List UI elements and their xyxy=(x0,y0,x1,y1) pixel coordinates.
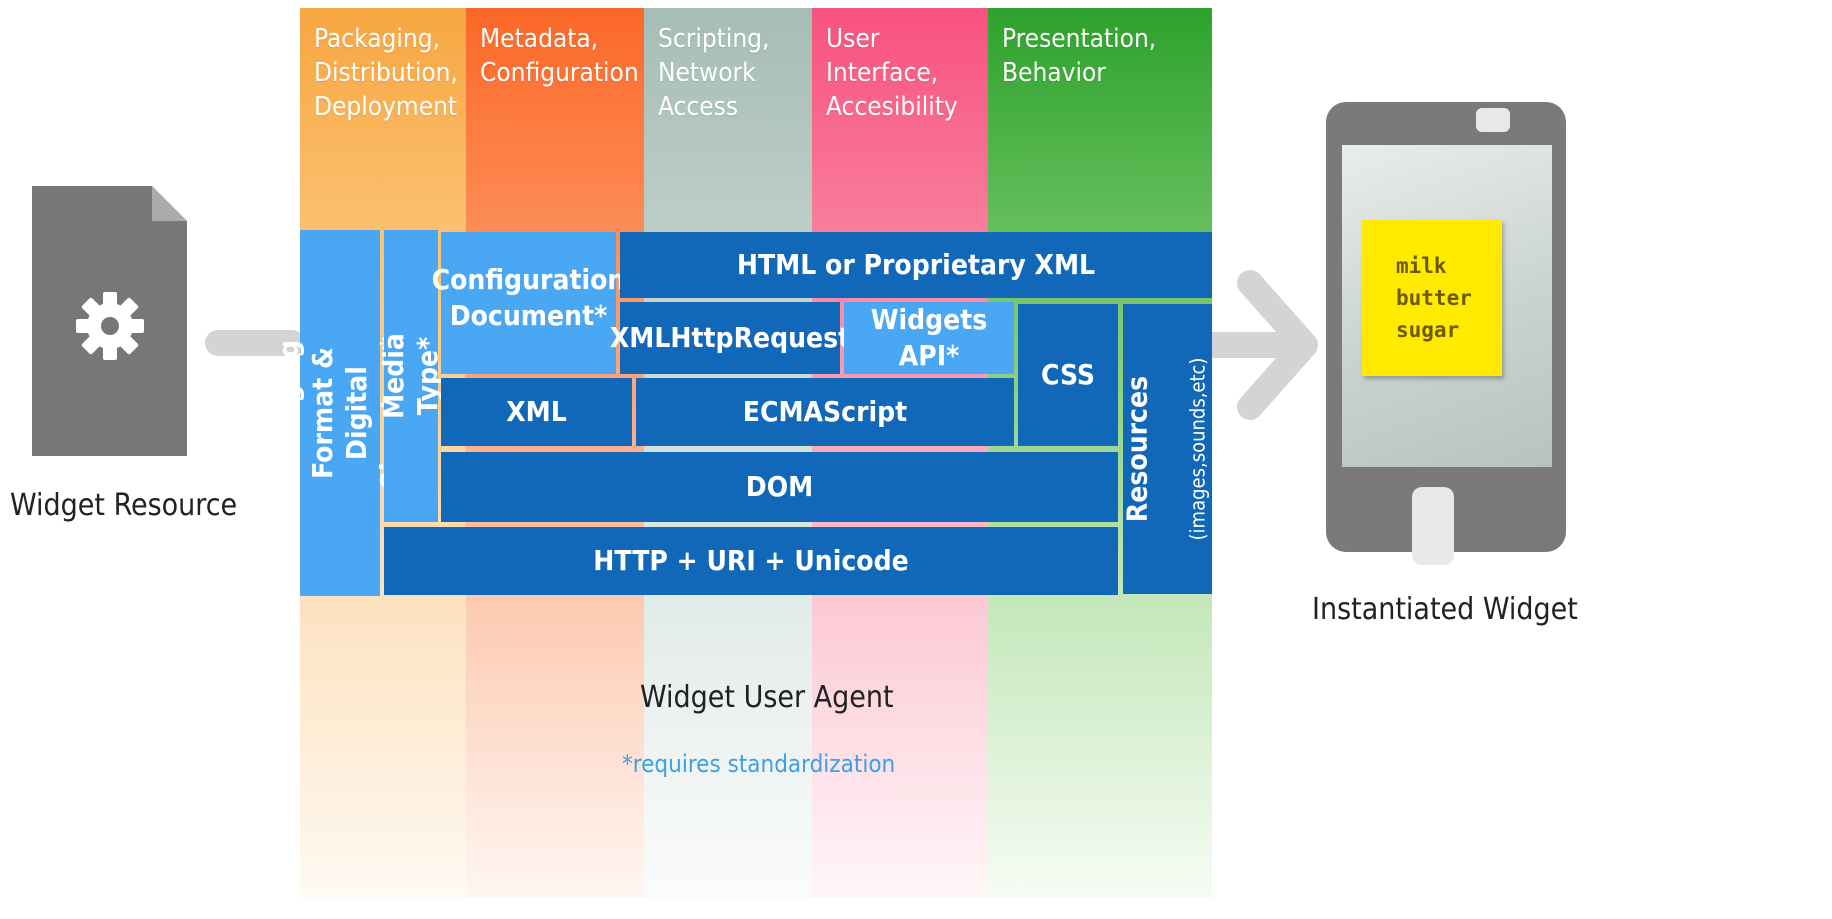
column-metadata-label: Metadata, Configuration xyxy=(480,24,639,88)
footnote: *requires standardization xyxy=(622,750,896,778)
css-box: CSS xyxy=(1018,304,1118,446)
phone-home-button xyxy=(1412,487,1454,565)
media-type-label: Media Type* xyxy=(377,333,445,419)
output-arrow xyxy=(1205,270,1318,420)
configuration-document-box: Configuration Document* xyxy=(432,232,625,374)
column-scripting-label: Scripting, Network Access xyxy=(658,24,770,122)
ecmascript-box: ECMAScript xyxy=(636,378,1014,446)
instantiated-widget-label: Instantiated Widget xyxy=(1312,592,1578,627)
resources-title: Resources xyxy=(1120,375,1154,523)
widgets-api-box: Widgets API* xyxy=(844,302,1014,374)
media-type-box: Media Type* xyxy=(377,230,444,522)
xml-box: XML xyxy=(441,378,632,446)
html-proprietary-xml-box: HTML or Proprietary XML xyxy=(620,232,1212,298)
sticky-note: milk butter sugar xyxy=(1362,220,1502,376)
packaging-format-box: Packaging Format & Digital Signature* xyxy=(272,230,407,596)
sticky-note-text: milk butter sugar xyxy=(1396,254,1472,342)
widget-resource-label: Widget Resource xyxy=(10,488,238,523)
dom-box: DOM xyxy=(441,452,1118,522)
widget-user-agent-label: Widget User Agent xyxy=(640,680,894,715)
resources-subtitle: (images,sounds,etc) xyxy=(1185,357,1210,541)
phone-camera xyxy=(1476,108,1510,132)
column-user-interface-label: User Interface, Accesibility xyxy=(826,24,958,122)
input-arrow xyxy=(205,330,305,356)
gear-document-icon xyxy=(32,186,187,456)
column-presentation-label: Presentation, Behavior xyxy=(1002,24,1157,88)
xmlhttprequest-box: XMLHttpRequest xyxy=(610,302,850,374)
http-uri-unicode-box: HTTP + URI + Unicode xyxy=(384,527,1118,595)
resources-box: Resources (images,sounds,etc) xyxy=(1120,304,1212,594)
column-packaging-label: Packaging, Distribution, Deployment xyxy=(314,24,458,122)
